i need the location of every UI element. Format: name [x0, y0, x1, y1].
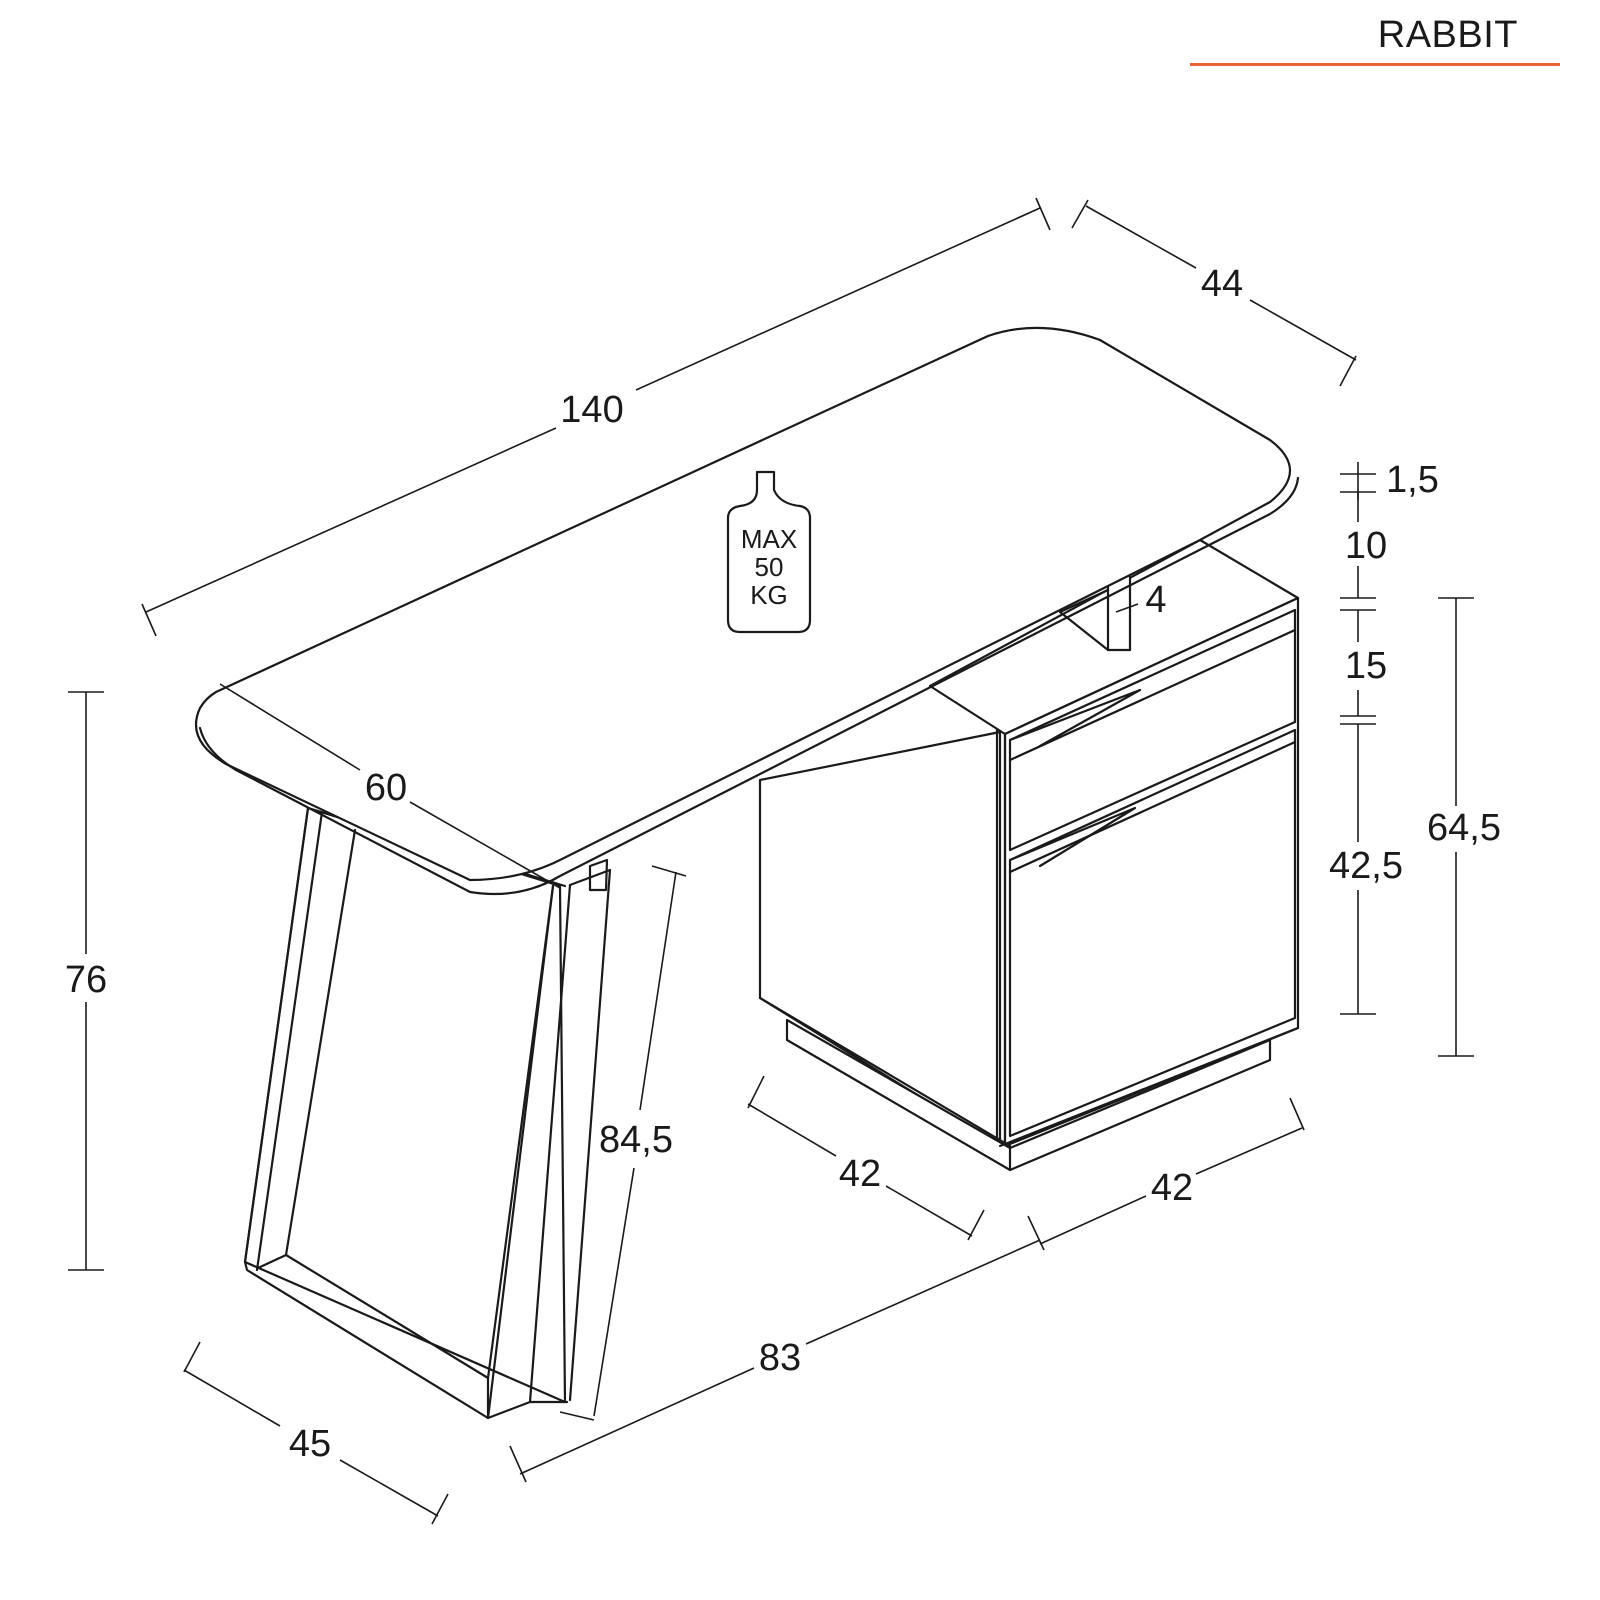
badge-line-3: KG	[750, 580, 788, 610]
dimension-labels: 140 44 1,5 10 4 15 42,5 64,5 60 76 84,5 …	[65, 263, 1501, 1465]
dim-drawer-height: 15	[1345, 645, 1387, 687]
bottle-weight-icon: MAX 50 KG	[726, 470, 812, 634]
dim-top-side-depth: 60	[365, 767, 407, 809]
dim-cabinet-depth: 42	[839, 1153, 881, 1195]
desk-leg	[243, 806, 612, 1420]
brand-accent-line	[1190, 63, 1560, 66]
dim-leg-length: 84,5	[599, 1119, 673, 1161]
dim-support-width: 4	[1145, 579, 1166, 621]
badge-line-2: 50	[755, 552, 784, 582]
dim-gap-height: 10	[1345, 525, 1387, 567]
dim-door-height: 42,5	[1329, 845, 1403, 887]
dim-cabinet-width: 42	[1151, 1167, 1193, 1209]
drawer-cabinet	[758, 538, 1300, 1172]
dim-top-length: 140	[560, 389, 623, 431]
dim-cabinet-height: 64,5	[1427, 807, 1501, 849]
dimension-lines	[68, 197, 1474, 1525]
dim-base-span: 83	[759, 1337, 801, 1379]
badge-line-1: MAX	[741, 524, 797, 554]
dim-top-thickness: 1,5	[1386, 459, 1439, 501]
dim-leg-depth: 45	[289, 1423, 331, 1465]
dim-top-depth: 44	[1201, 263, 1243, 305]
brand-name: RABBIT	[1377, 14, 1518, 56]
dim-total-height: 76	[65, 959, 107, 1001]
